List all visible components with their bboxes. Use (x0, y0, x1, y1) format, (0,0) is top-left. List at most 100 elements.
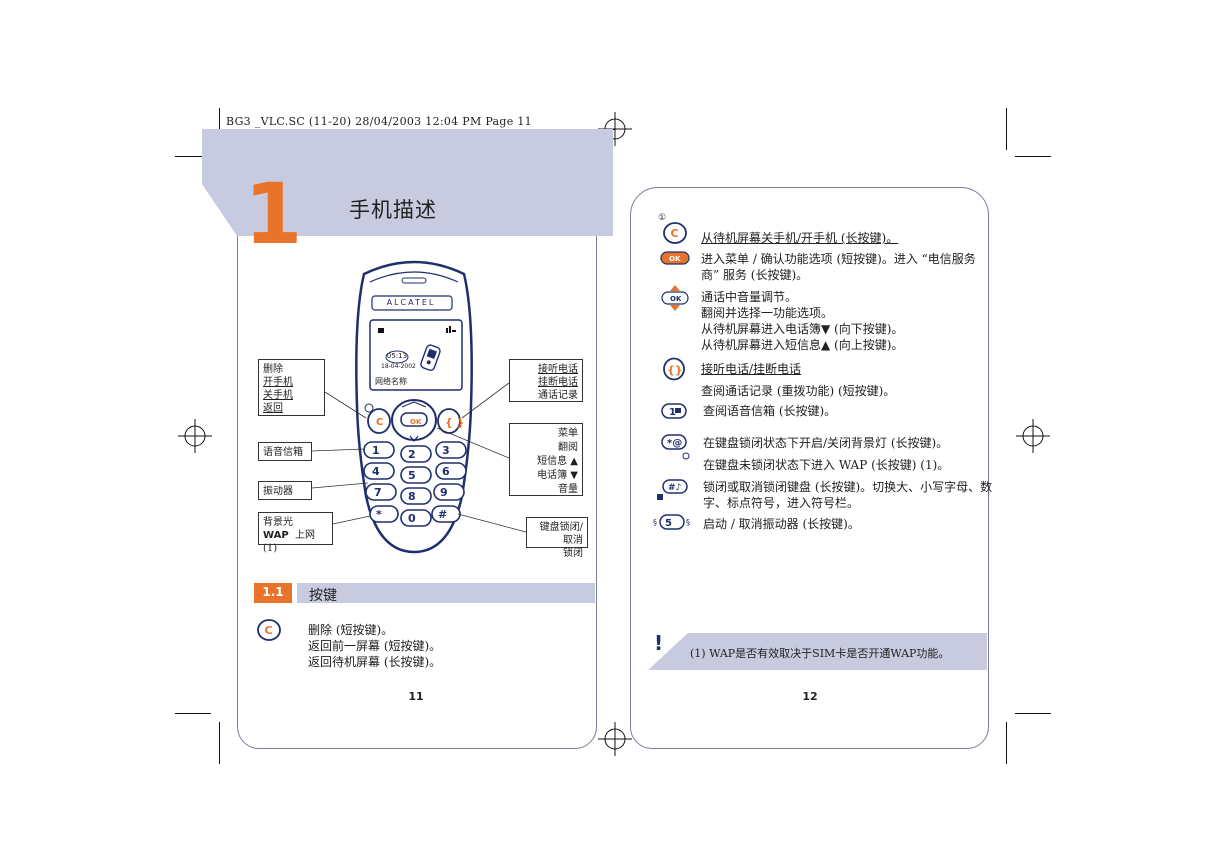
phone-date: 18-04-2002 (381, 363, 416, 370)
callout-voicemail: 语音信箱 (263, 447, 303, 458)
svg-text:C: C (376, 417, 383, 428)
right-page-number: 12 (802, 690, 818, 703)
voicemail-callout-box: 语音信箱 (258, 442, 312, 461)
lock-callout-box: 键盘锁闭/取消 锁闭 (526, 517, 588, 559)
callout-call-log: 通话记录 (538, 390, 578, 401)
entry-line: 接听电话/挂断电话 (701, 362, 802, 376)
crop-mark (175, 713, 211, 714)
svg-text:7: 7 (374, 486, 382, 499)
entry-line: 通话中音量调节。 (701, 290, 798, 304)
delete-callout-box: 删除 开手机 关手机 返回 (258, 359, 325, 416)
entry-power: 从待机屏幕关手机/开手机 (长按键)。 (701, 231, 899, 245)
crop-mark (1006, 108, 1007, 150)
crop-mark (175, 156, 211, 157)
entry-line: 从待机屏幕进入短信息▲ (向上按键)。 (701, 338, 904, 352)
svg-text:*@: *@ (667, 438, 682, 449)
entry-vibrator: 启动 / 取消振动器 (长按键)。 (703, 517, 860, 531)
c-key-icon: C (257, 619, 281, 641)
callout-lock: 锁闭 (563, 548, 583, 559)
c-key-description: 删除 (短按键)。 返回前一屏幕 (短按键)。 返回待机屏幕 (长按键)。 (308, 622, 441, 670)
svg-text:5: 5 (408, 469, 416, 482)
section-title: 按键 (309, 588, 337, 604)
svg-text:2: 2 (408, 448, 416, 461)
phone-time: 05:13 (386, 352, 408, 360)
entry-line: 查阅通话记录 (重拨功能) (短按键)。 (701, 384, 896, 398)
callout-browse: 翻阅 (558, 442, 578, 453)
callout-sms: 短信息 (537, 456, 568, 467)
svg-text:1: 1 (669, 407, 676, 418)
c-key-line: 返回前一屏幕 (短按键)。 (308, 639, 442, 653)
entry-line: 进入菜单 / 确认功能选项 (短按键)。进入 “电信服务 (701, 252, 976, 266)
callout-answer: 接听电话 (538, 364, 578, 375)
callout-backlight: 背景光 (263, 517, 293, 528)
registration-mark-icon (178, 419, 212, 453)
svg-text:{}: {} (667, 364, 683, 377)
phone-network: 网络名称 (375, 377, 407, 386)
call-key-icon: {} (663, 357, 685, 381)
phone-brand: ALCATEL (386, 298, 436, 307)
menu-callout-box: 菜单 翻阅 短信息 ▲ 电话簿 ▼ 音量 (509, 423, 583, 496)
callout-online: 上网(1) (263, 530, 316, 554)
svg-text:*: * (376, 508, 382, 521)
entry-line: 字、标点符号，进入符号栏。 (703, 496, 860, 510)
voicemail-key-icon: 1 (661, 403, 687, 419)
down-arrow-icon: ▼ (570, 470, 578, 481)
svg-text:OK: OK (669, 255, 681, 263)
c-key-line: 返回待机屏幕 (长按键)。 (308, 655, 442, 669)
svg-text:4: 4 (372, 465, 380, 478)
svg-text:§: § (653, 518, 657, 527)
svg-text:6: 6 (442, 465, 450, 478)
section-number-badge (254, 583, 292, 603)
svg-text:C: C (265, 624, 273, 637)
ok-key-icon: OK (660, 251, 690, 265)
crop-mark (1015, 156, 1051, 157)
entry-voicemail: 查阅语音信箱 (长按键)。 (703, 404, 837, 418)
nav-key-icon: OK (661, 285, 689, 311)
svg-text:8: 8 (408, 490, 416, 503)
crop-mark (219, 722, 220, 764)
c-key-icon: C (663, 222, 687, 244)
entry-star: 在键盘锁闭状态下开启/关闭背景灯 (长按键)。 在键盘未锁闭状态下进入 WAP … (703, 435, 949, 473)
svg-text:OK: OK (670, 295, 682, 303)
entry-line: 在键盘未锁闭状态下进入 WAP (长按键) (1)。 (703, 458, 950, 472)
callout-vibrator: 振动器 (263, 486, 293, 497)
five-key-icon: § 5 § (653, 514, 690, 530)
backlight-callout-box: 背景光 WAP 上网(1) (258, 512, 333, 554)
svg-text:{ }: { } (445, 416, 465, 429)
callout-power-off: 关手机 (263, 390, 293, 401)
callout-hangup: 挂断电话 (538, 377, 578, 388)
svg-text:OK: OK (410, 418, 422, 426)
callout-volume: 音量 (558, 484, 578, 495)
hash-key-icon: #♪ (657, 479, 688, 500)
note-mark: ! (654, 631, 664, 655)
c-key-line: 删除 (短按键)。 (308, 623, 394, 637)
callout-menu: 菜单 (558, 428, 578, 439)
footnote-band (648, 633, 987, 670)
callout-keylock-cancel: 键盘锁闭/取消 (539, 522, 583, 546)
vibrator-callout-box: 振动器 (258, 481, 312, 500)
callout-power-on: 开手机 (263, 377, 293, 388)
circle-mark: ① (658, 213, 667, 223)
up-arrow-icon: ▲ (570, 456, 578, 467)
crop-mark (1015, 713, 1051, 714)
right-page-frame (630, 187, 989, 749)
svg-text:#: # (438, 508, 447, 521)
chapter-number: 1 (244, 165, 302, 263)
entry-line: 锁闭或取消锁闭键盘 (长按键)。切换大、小写字母、数 (703, 480, 993, 494)
section-band (297, 583, 595, 603)
svg-text:5: 5 (665, 518, 672, 529)
section-number: 1.1 (262, 585, 284, 599)
entry-call: 接听电话/挂断电话 查阅通话记录 (重拨功能) (短按键)。 (701, 361, 895, 399)
registration-mark-icon (598, 722, 632, 756)
chapter-title: 手机描述 (349, 198, 437, 222)
call-callout-box: 接听电话 挂断电话 通话记录 (509, 359, 583, 402)
callout-delete: 删除 (263, 364, 283, 375)
entry-line: 翻阅并选择一功能选项。 (701, 306, 834, 320)
entry-menu: 进入菜单 / 确认功能选项 (短按键)。进入 “电信服务 商” 服务 (长按键)… (701, 251, 976, 283)
registration-mark-icon (1016, 419, 1050, 453)
chapter-band (202, 129, 613, 236)
print-header: BG3 _VLC.SC (11-20) 28/04/2003 12:04 PM … (226, 115, 532, 128)
callout-wap: WAP (263, 530, 289, 541)
svg-text:1: 1 (372, 444, 380, 457)
